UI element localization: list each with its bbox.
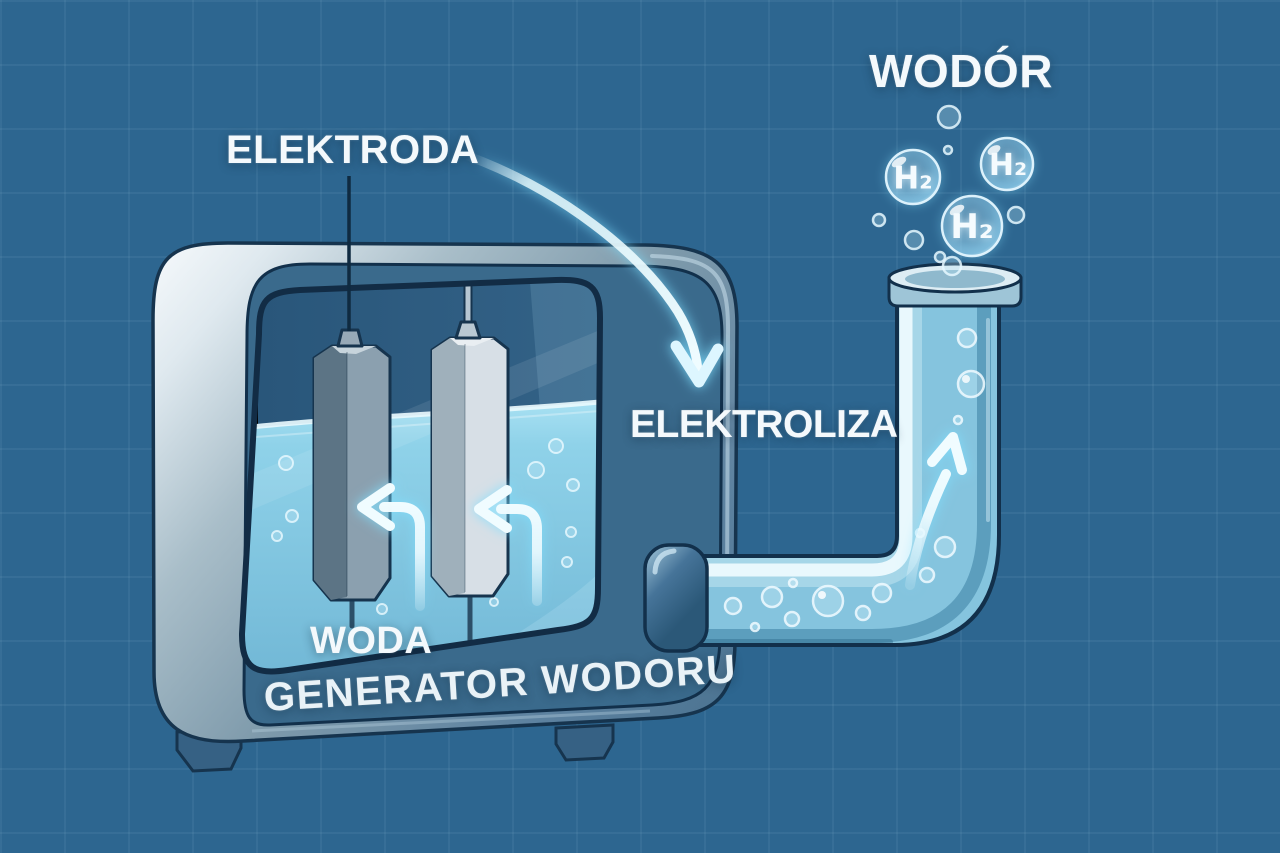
bubble	[952, 414, 964, 426]
water-surface-line	[242, 399, 600, 431]
label-elektroliza: ELEKTROLIZA	[630, 403, 898, 446]
pipe-flow-arrow	[905, 432, 967, 590]
h2-formula-3: H₂	[950, 207, 994, 248]
electrolysis-flow-arrow	[463, 151, 724, 388]
bubble	[918, 566, 936, 584]
water-flow-arrow-left-head	[357, 483, 395, 531]
bubble	[956, 369, 986, 399]
bubble-highlight	[818, 591, 826, 599]
water-surface-echo	[242, 410, 600, 439]
bubble	[285, 509, 299, 523]
electrode-cap-right	[454, 320, 482, 340]
bubble	[936, 104, 962, 130]
bubble	[723, 596, 743, 616]
bubble	[561, 556, 573, 568]
h2-formula-1: H₂	[893, 160, 933, 197]
bubble	[933, 250, 947, 264]
hydrogen-bubbles	[871, 104, 1035, 277]
viewing-window-frame	[238, 276, 604, 675]
machine-foot-right	[554, 723, 615, 762]
bubble	[489, 597, 499, 607]
generator-machine	[151, 241, 739, 773]
bubble	[1006, 205, 1026, 225]
water-flow-arrows	[357, 483, 542, 611]
bubble	[956, 327, 978, 349]
bubble	[565, 526, 577, 538]
water-flow-arrow-right	[496, 504, 542, 606]
label-elektroda: ELEKTRODA	[226, 128, 480, 172]
water-flow-arrow-right-head	[474, 485, 512, 533]
outlet-connector	[643, 543, 709, 653]
bubble	[566, 478, 580, 492]
bubble	[903, 229, 925, 251]
bubble	[854, 604, 872, 622]
bubble	[783, 610, 801, 628]
electrode-right	[430, 336, 510, 598]
bubble	[871, 212, 887, 228]
bubble	[811, 584, 845, 618]
bubble	[548, 438, 564, 454]
label-wodor: WODÓR	[869, 45, 1053, 97]
bubble	[760, 585, 784, 609]
bubble	[871, 582, 893, 604]
bubble-highlight	[962, 375, 970, 383]
bubble	[527, 461, 545, 479]
panel-edge-highlight	[650, 254, 731, 602]
bubble-shine	[949, 204, 965, 216]
bubble-shine	[987, 145, 1001, 155]
electrode-cap-left	[336, 328, 364, 348]
bubble	[787, 577, 799, 589]
panel-bottom-highlight	[251, 709, 651, 733]
h2-molecule-bubbles	[884, 136, 1035, 258]
pipe-top-rim	[887, 262, 1023, 308]
gas-pipe-assembly	[643, 262, 1023, 653]
water-flow-arrow-left	[379, 502, 425, 611]
air-shine	[530, 279, 600, 409]
label-woda: WODA	[310, 620, 433, 662]
bubble	[749, 621, 761, 633]
pipe-shading	[689, 298, 991, 645]
bubble	[376, 603, 388, 615]
bubble	[941, 255, 963, 277]
bubble	[278, 455, 294, 471]
pipe-bubbles	[723, 327, 986, 633]
bubble	[933, 535, 957, 559]
h2-formula-2: H₂	[988, 147, 1028, 183]
bubble	[942, 144, 954, 156]
bubble-shine	[891, 156, 907, 168]
bubble	[271, 530, 283, 542]
small-gas-bubbles	[871, 104, 1026, 277]
electrode-left	[312, 344, 392, 602]
